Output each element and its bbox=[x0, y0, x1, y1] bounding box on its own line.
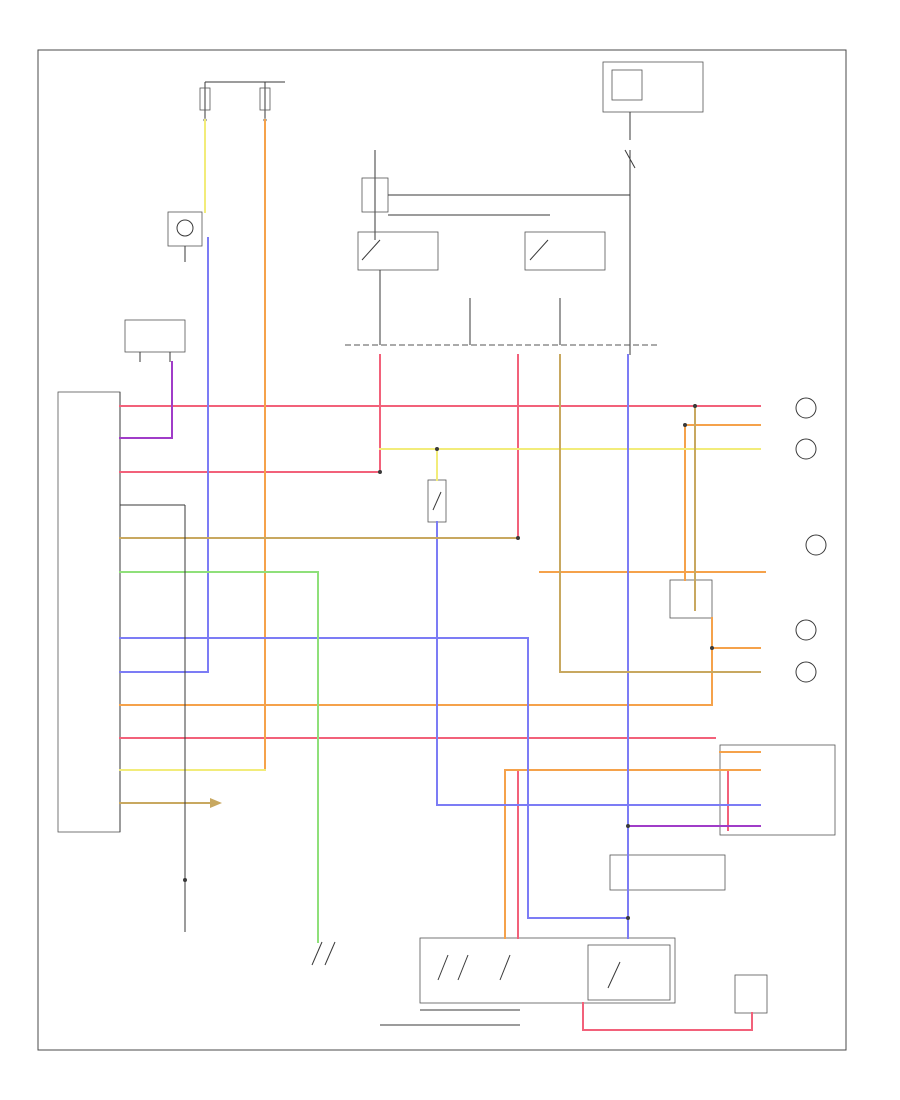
arrow-icon bbox=[210, 798, 222, 808]
center-relay-small bbox=[427, 479, 447, 523]
module-top-right bbox=[602, 61, 704, 355]
diagram-frame bbox=[37, 49, 847, 1051]
relay-left bbox=[167, 211, 203, 262]
control-module-left bbox=[57, 391, 121, 833]
top-left-fuse-group bbox=[199, 81, 285, 122]
bottom-components bbox=[184, 854, 768, 1026]
junction-dots bbox=[183, 404, 714, 920]
right-side-gauges bbox=[669, 397, 836, 836]
center-fuse-relays bbox=[357, 150, 630, 345]
connector-box-left bbox=[124, 319, 186, 362]
